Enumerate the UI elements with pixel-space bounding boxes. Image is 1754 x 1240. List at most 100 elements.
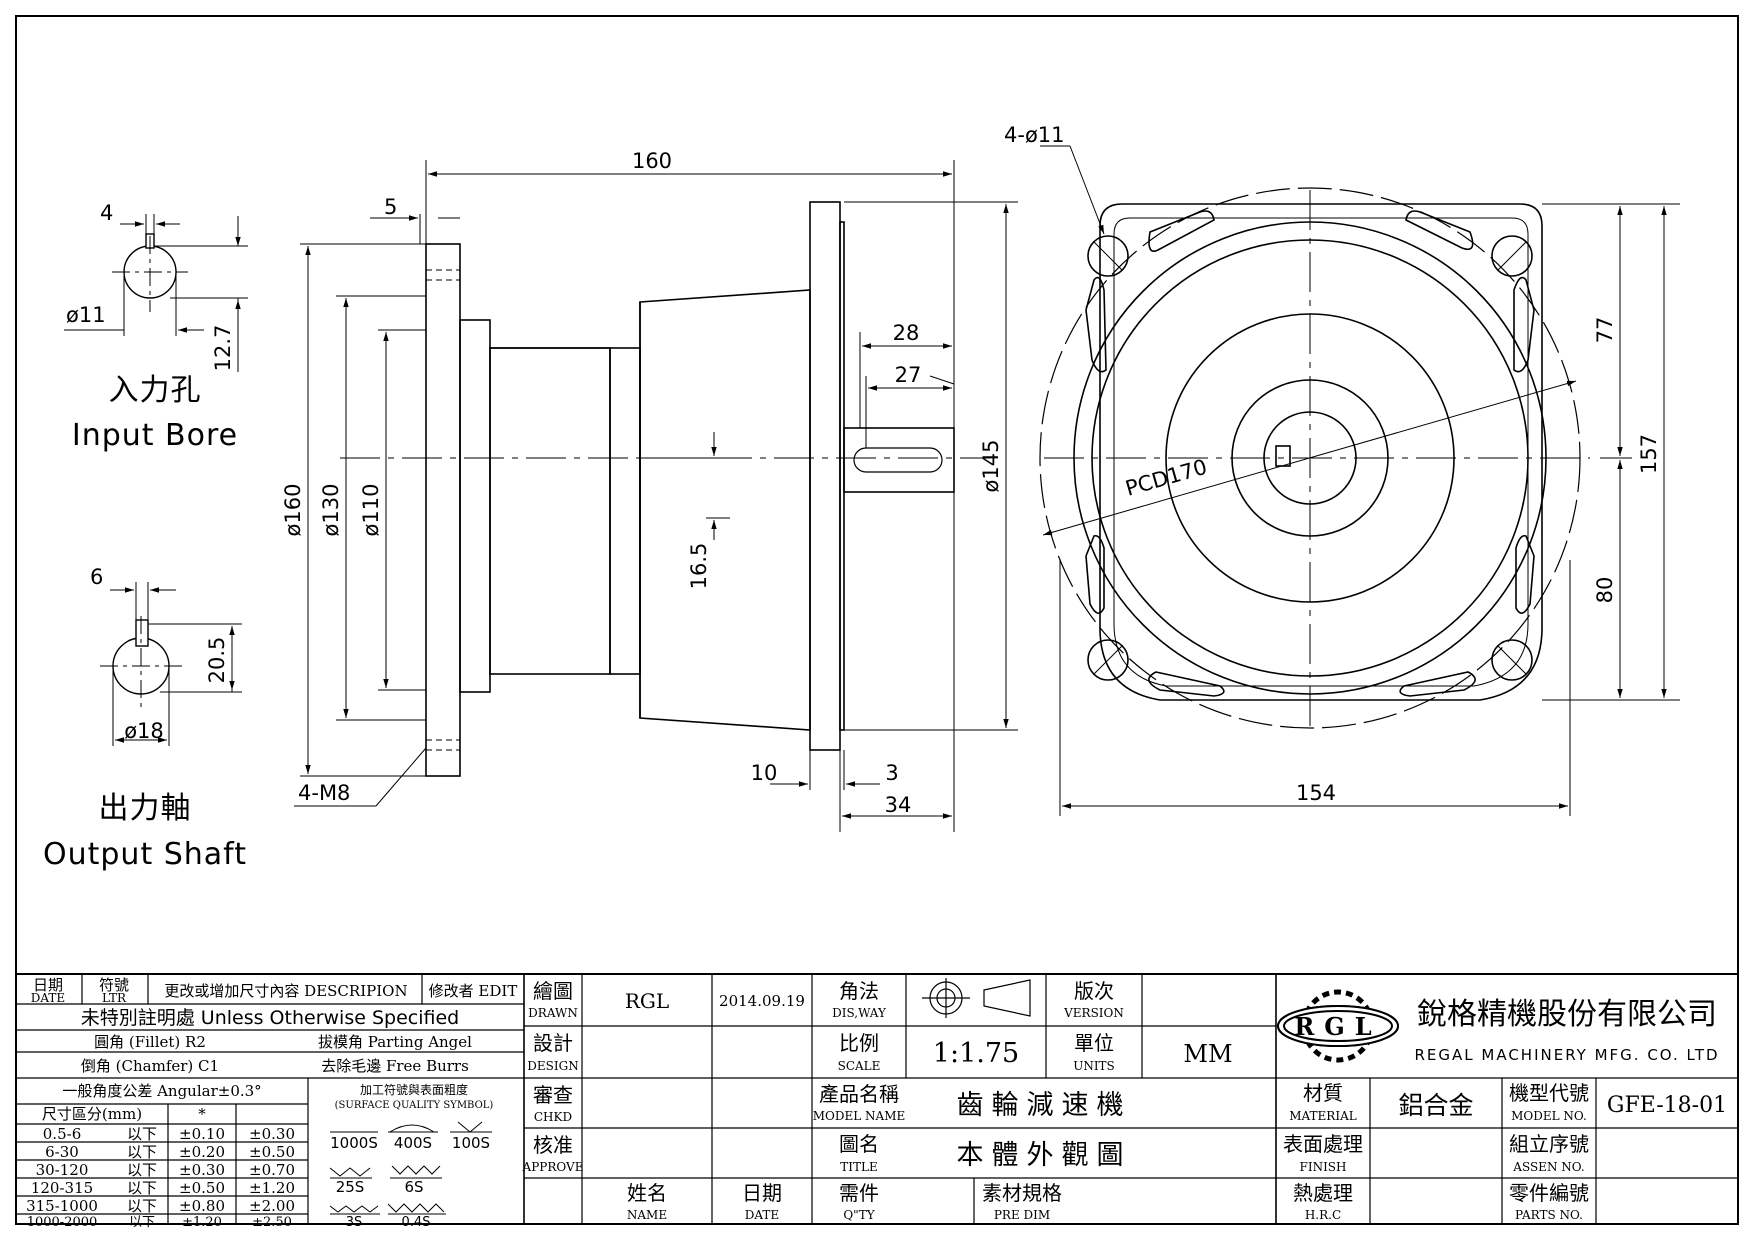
dim-10: 10	[751, 761, 778, 785]
dis-way-en: DIS,WAY	[832, 1006, 887, 1020]
company-logo-text: RGL	[1294, 1012, 1381, 1041]
svg-text:±2.50: ±2.50	[252, 1215, 292, 1230]
tol-row: 0.5-6 以下 ±0.10 ±0.30	[43, 1125, 295, 1143]
company-name-cn: 銳格精機股份有限公司	[1417, 997, 1717, 1032]
version-cn: 版次	[1074, 979, 1114, 1003]
material-en: MATERIAL	[1289, 1109, 1357, 1123]
svg-text:±0.20: ±0.20	[179, 1143, 225, 1161]
finish-en: FINISH	[1300, 1160, 1347, 1174]
dim-length-160: 160	[632, 149, 672, 173]
design-cn: 設計	[533, 1031, 573, 1055]
material-cn: 材質	[1303, 1081, 1343, 1105]
title-en: TITLE	[840, 1160, 877, 1174]
tol-row: 6-30 以下 ±0.20 ±0.50	[45, 1143, 295, 1161]
svg-text:±1.20: ±1.20	[249, 1179, 295, 1197]
dim-dia-110: ø110	[359, 484, 383, 537]
predim-cn: 素材規格	[982, 1181, 1062, 1205]
title-value: 本體外觀圖	[957, 1140, 1132, 1171]
assen-en: ASSEN NO.	[1512, 1160, 1584, 1174]
units-value: MM	[1183, 1040, 1232, 1068]
front-view-dimensions	[1040, 145, 1680, 816]
svg-text:±2.00: ±2.00	[249, 1197, 295, 1215]
drawn-en: DRAWN	[528, 1006, 578, 1020]
rev-ltr-cn: 符號	[99, 976, 129, 994]
hrc-cn: 熱處理	[1293, 1181, 1353, 1205]
dim-offset-16-5: 16.5	[687, 543, 711, 590]
dim-157: 157	[1637, 434, 1661, 474]
drawn-name: RGL	[625, 989, 669, 1013]
svg-text:315-1000: 315-1000	[26, 1197, 98, 1215]
surface-400s: 400S	[394, 1134, 432, 1152]
dim-3: 3	[885, 761, 898, 785]
svg-text:以下: 以下	[127, 1143, 157, 1161]
scale-value: 1:1.75	[933, 1038, 1019, 1069]
finish-cn: 表面處理	[1283, 1132, 1363, 1156]
svg-text:±1.20: ±1.20	[182, 1215, 222, 1230]
tol-header-star: *	[198, 1105, 206, 1123]
surface-25s: 25S	[336, 1178, 365, 1196]
units-cn: 單位	[1074, 1031, 1114, 1055]
tol-row: 120-315 以下 ±0.50 ±1.20	[31, 1179, 295, 1197]
model-no-value: GFE-18-01	[1607, 1093, 1727, 1118]
company-logo	[1277, 989, 1399, 1063]
output-shaft-title-en: Output Shaft	[43, 837, 247, 872]
units-en: UNITS	[1073, 1059, 1115, 1073]
rev-desc: 更改或增加尺寸內容 DESCRIPION	[164, 982, 407, 1000]
dim-154: 154	[1296, 781, 1336, 805]
version-en: VERSION	[1063, 1006, 1124, 1020]
svg-text:±0.50: ±0.50	[179, 1179, 225, 1197]
tol-row: 30-120 以下 ±0.30 ±0.70	[36, 1161, 295, 1179]
svg-text:0.5-6: 0.5-6	[43, 1125, 81, 1143]
input-bore-title-cn: 入力孔	[109, 373, 202, 408]
dis-way-cn: 角法	[839, 979, 879, 1003]
dim-flange-5: 5	[384, 195, 397, 219]
sheet-border	[15, 15, 1739, 1225]
svg-text:120-315: 120-315	[31, 1179, 93, 1197]
unless-specified: 未特別註明處 Unless Otherwise Specified	[81, 1007, 459, 1029]
material-value: 鋁合金	[1398, 1091, 1473, 1120]
approve-en: APPROVE	[522, 1160, 584, 1174]
dim-dia-160: ø160	[281, 484, 305, 537]
tol-header-size: 尺寸區分(mm)	[42, 1105, 142, 1123]
scale-en: SCALE	[838, 1059, 881, 1073]
surface-04s: 0.4S	[402, 1215, 431, 1230]
design-en: DESIGN	[527, 1059, 578, 1073]
surface-symbol-marks	[329, 1121, 492, 1215]
scale-cn: 比例	[839, 1031, 879, 1055]
dim-dia-145: ø145	[979, 440, 1003, 493]
projection-symbol-icon	[922, 978, 1031, 1018]
svg-text:以下: 以下	[127, 1161, 157, 1179]
dim-shaft-27: 27	[895, 363, 922, 387]
svg-text:±0.30: ±0.30	[249, 1125, 295, 1143]
model-name-value: 齒輪減速機	[957, 1090, 1132, 1121]
svg-text:1000-2000: 1000-2000	[27, 1215, 98, 1230]
input-bore-view	[64, 214, 248, 372]
chkd-en: CHKD	[534, 1110, 572, 1124]
title-block-grid	[16, 973, 1738, 1224]
qty-cn: 需件	[839, 1181, 879, 1205]
svg-text:±0.30: ±0.30	[179, 1161, 225, 1179]
input-bore-title-en: Input Bore	[72, 418, 238, 453]
surface-100s: 100S	[452, 1134, 490, 1152]
fillet-spec: 圓角 (Fillet) R2	[94, 1033, 206, 1051]
model-name-en: MODEL NAME	[813, 1109, 906, 1123]
side-view	[340, 201, 990, 777]
name-cn: 姓名	[627, 1181, 667, 1205]
rev-date-cn: 日期	[33, 976, 63, 994]
parts-cn: 零件編號	[1509, 1181, 1589, 1205]
parts-en: PARTS NO.	[1515, 1208, 1583, 1222]
date2-cn: 日期	[742, 1181, 782, 1205]
dim-77: 77	[1593, 317, 1617, 344]
surface-title-cn: 加工符號與表面粗度	[360, 1082, 468, 1097]
input-bore-dia-dim: ø11	[66, 303, 106, 327]
drawn-cn: 繪圖	[533, 979, 573, 1003]
output-shaft-key-dim: 6	[90, 565, 103, 589]
name-en: NAME	[627, 1208, 667, 1222]
svg-text:6-30: 6-30	[45, 1143, 79, 1161]
approve-cn: 核准	[533, 1133, 573, 1157]
svg-text:30-120: 30-120	[36, 1161, 89, 1179]
drawn-date: 2014.09.19	[719, 992, 805, 1010]
svg-text:以下: 以下	[127, 1125, 157, 1143]
surface-1000s: 1000S	[330, 1134, 378, 1152]
surface-6s: 6S	[404, 1178, 423, 1196]
